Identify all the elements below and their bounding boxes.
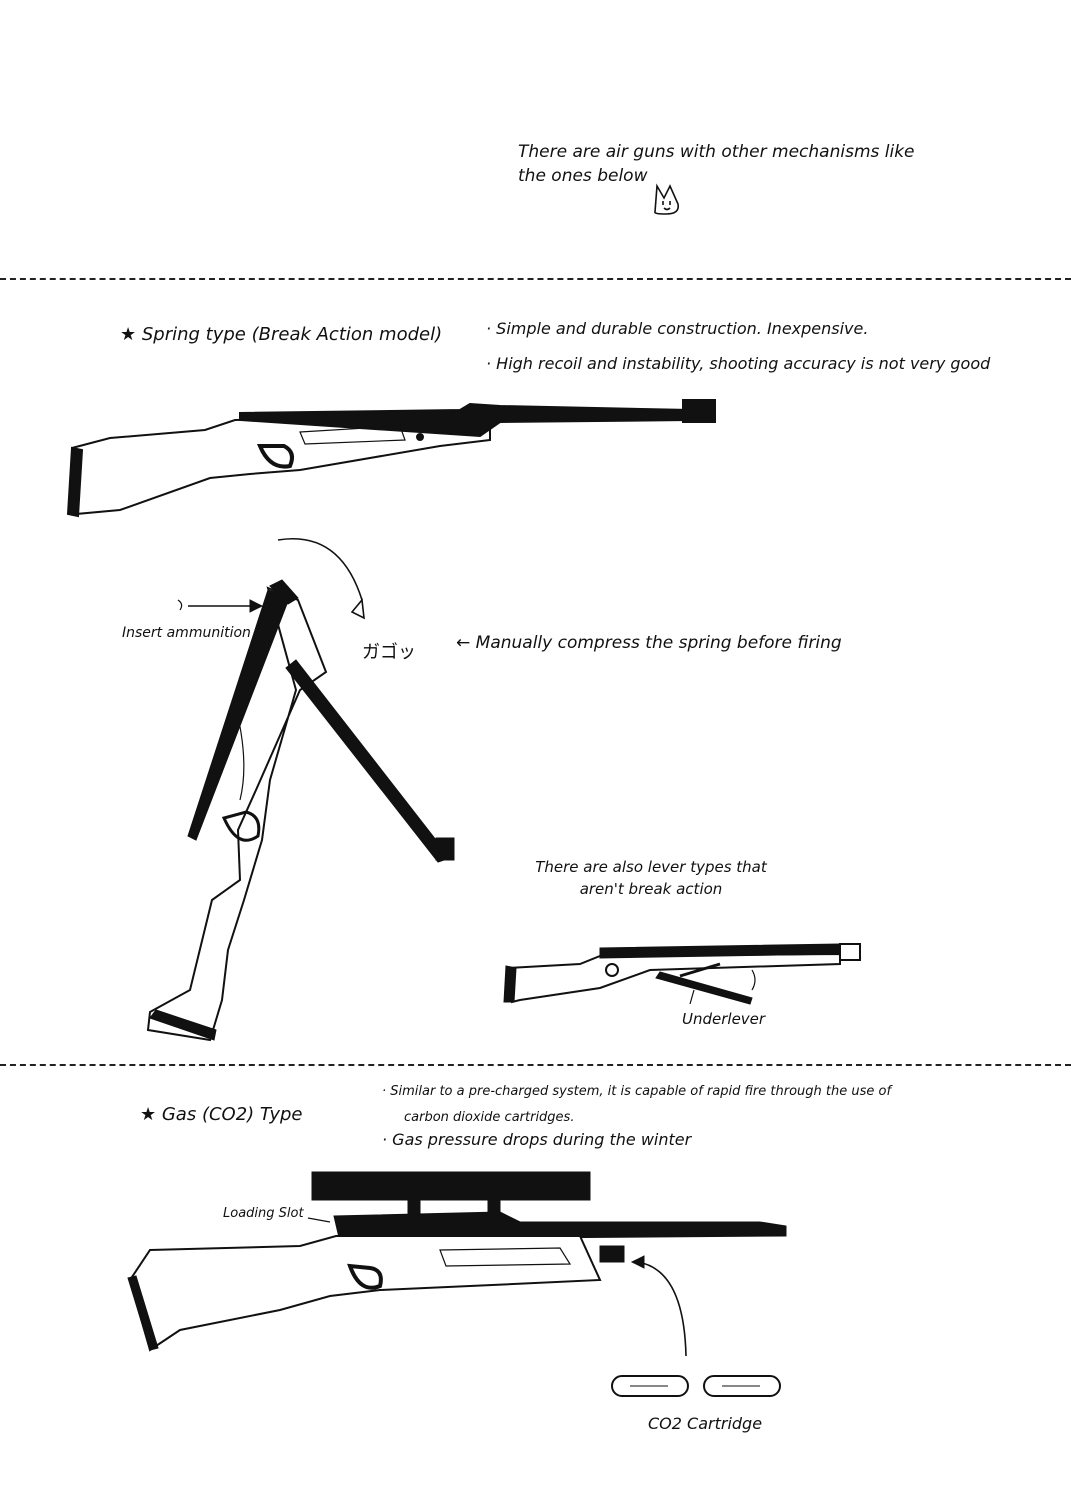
lever-note-line-2: aren't break action [579, 880, 723, 898]
arrow-icon: ← [456, 633, 476, 653]
underlever-rifle [503, 943, 861, 1005]
insert-ammunition-label: Insert ammunition [122, 625, 251, 641]
gas-bullet-1-line-1: · Similar to a pre-charged system, it is… [382, 1084, 892, 1099]
break-action-rifle-opened [146, 538, 455, 1042]
spring-bullet-1: · Simple and durable construction. Inexp… [486, 319, 869, 338]
star-bullet-icon: ★ [120, 324, 142, 345]
co2-rifle [127, 1171, 787, 1357]
gas-heading: ★ Gas (CO2) Type [140, 1104, 303, 1125]
intro-line-1: There are air guns with other mechanisms… [518, 142, 915, 162]
underlever-label: Underlever [682, 1010, 766, 1028]
co2-cartridges [611, 1375, 781, 1397]
intro-line-2: the ones below [518, 166, 648, 186]
sound-effect: ガゴッ [362, 642, 416, 663]
break-action-rifle [66, 399, 716, 518]
co2-cartridge-label: CO2 Cartridge [648, 1414, 763, 1433]
cat-face-icon [654, 183, 680, 215]
gas-bullet-2: · Gas pressure drops during the winter [382, 1130, 692, 1149]
compress-label: ← Manually compress the spring before fi… [456, 633, 842, 653]
section-divider-top [0, 278, 1071, 280]
lever-note-line-1: There are also lever types that [535, 858, 767, 876]
section-divider-middle [0, 1064, 1071, 1066]
loading-slot-label: Loading Slot [223, 1206, 304, 1221]
spring-bullet-2: · High recoil and instability, shooting … [486, 354, 991, 373]
star-bullet-icon: ★ [140, 1104, 162, 1125]
gas-bullet-1-line-2: carbon dioxide cartridges. [404, 1110, 575, 1125]
spring-heading: ★ Spring type (Break Action model) [120, 324, 443, 345]
